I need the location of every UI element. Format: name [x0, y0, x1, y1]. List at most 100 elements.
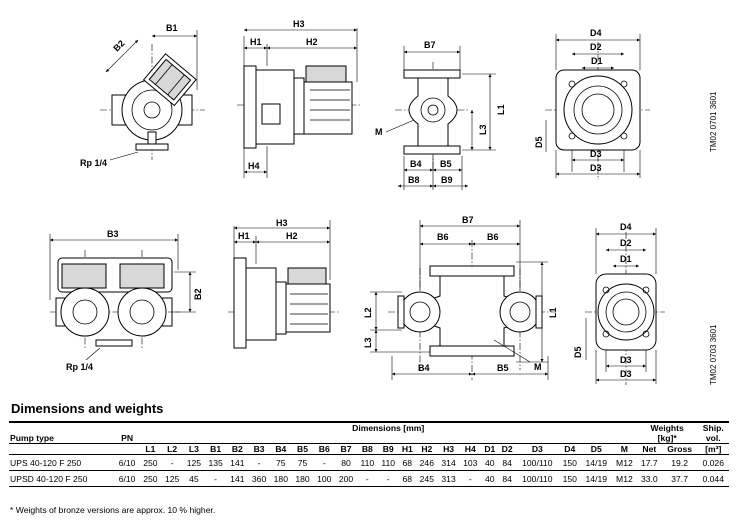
dim-d3-inner: D3: [620, 355, 632, 365]
table-cell: 33.0: [636, 470, 662, 487]
column-header-h2: H2: [415, 443, 438, 455]
dim-b3: B3: [107, 229, 119, 239]
table-cell: 68: [398, 470, 416, 487]
table-cell: 150: [562, 457, 577, 468]
twin-pump-side-view: H3 H1 H2: [228, 218, 340, 349]
table-cell: 360: [248, 470, 270, 487]
table-cell: 135: [208, 457, 223, 468]
table-cell: 14/19: [585, 457, 608, 468]
table-cell: 250: [139, 470, 162, 487]
dim-b9: B9: [441, 175, 453, 185]
column-header-h4: H4: [459, 443, 482, 455]
dim-d5: D5: [573, 346, 583, 358]
column-header-b6: B6: [313, 443, 336, 455]
table-cell: 125: [186, 457, 202, 468]
label-m: M: [375, 127, 383, 137]
label-rp: Rp 1/4: [80, 158, 107, 168]
dim-b6-right: B6: [487, 232, 499, 242]
column-header-b5: B5: [291, 443, 314, 455]
dim-h2: H2: [306, 37, 318, 47]
table-cell: 100/110: [515, 470, 559, 487]
dim-d4: D4: [620, 222, 632, 232]
table-cell: 6/10: [118, 457, 136, 468]
table-cell: 314: [441, 457, 456, 468]
column-header-l2: L2: [161, 443, 184, 455]
table-cell: 150: [558, 470, 581, 487]
column-header-b1: B1: [204, 443, 227, 455]
single-flange-view: D4 D2 D1 D5 D3 D3: [534, 28, 650, 180]
twin-pump-front-view: B7 B6 B6 L1 L2 L3 M B4 B5: [363, 215, 558, 380]
dim-l2: L2: [363, 307, 373, 318]
table-cell: 68: [402, 457, 413, 468]
dim-b5: B5: [440, 159, 452, 169]
column-header-h3: H3: [437, 443, 460, 455]
column-header-d1: D1: [481, 443, 499, 455]
dim-d3-outer: D3: [590, 163, 602, 173]
column-header-ship-unit: [m³]: [697, 443, 729, 455]
table-cell: 180: [291, 470, 314, 487]
dimensions-table: Dimensions [mm] Weights Ship. Pump type …: [9, 421, 729, 487]
table-cell: 6/10: [114, 470, 140, 487]
header-pump-type: Pump type: [9, 433, 115, 444]
label-m: M: [534, 362, 542, 372]
table-cell: -: [356, 470, 378, 487]
drawing-code-1: TM02 0701 3601: [709, 91, 718, 152]
table-cell: 125: [161, 470, 184, 487]
dim-b1: B1: [166, 23, 178, 33]
column-header-b3: B3: [248, 443, 270, 455]
dim-l1: L1: [548, 307, 558, 318]
single-pump-front-view: B7 L1 L3 M B4 B5 B8 B9: [375, 40, 506, 190]
column-header-b8: B8: [356, 443, 378, 455]
technical-drawings: B1 B2 Rp 1/4 H3 H1 H2 H4: [49, 19, 718, 385]
section-title: Dimensions and weights: [11, 401, 164, 416]
column-header-net: Net: [636, 443, 662, 455]
table-cell: 100/110: [522, 457, 553, 468]
dim-b2: B2: [111, 38, 126, 53]
table-cell: M12: [611, 470, 637, 487]
dim-h1: H1: [250, 37, 262, 47]
dim-d5: D5: [534, 136, 544, 148]
dim-b8: B8: [408, 175, 420, 185]
table-cell: 246: [419, 457, 434, 468]
table-cell: 84: [498, 470, 516, 487]
header-pn: PN: [114, 433, 140, 444]
table-cell: 40: [485, 457, 495, 468]
table-cell: M12: [616, 457, 633, 468]
table-cell: 19.2: [671, 457, 688, 468]
table-cell: 14/19: [580, 470, 612, 487]
dim-b4: B4: [410, 159, 422, 169]
column-header-d3: D3: [515, 443, 559, 455]
dim-l1: L1: [496, 104, 506, 115]
dim-b7: B7: [462, 215, 474, 225]
column-header-m: M: [611, 443, 637, 455]
table-cell: 200: [335, 470, 357, 487]
column-header-l3: L3: [183, 443, 205, 455]
dim-d2: D2: [620, 238, 632, 248]
dim-b5: B5: [497, 363, 509, 373]
dim-d3-outer: D3: [620, 369, 632, 379]
column-header-d2: D2: [498, 443, 516, 455]
table-cell: -: [257, 457, 261, 468]
table-cell: -: [170, 457, 174, 468]
table-cell: 250: [143, 457, 158, 468]
header-dimensions: Dimensions [mm]: [139, 421, 637, 433]
cell-pump-type: UPSD 40-120 F 250: [9, 470, 115, 487]
dim-h3: H3: [293, 19, 305, 29]
single-pump-side-view: H3 H1 H2 H4: [237, 19, 360, 178]
table-cell: 245: [415, 470, 438, 487]
footnote: * Weights of bronze versions are approx.…: [10, 505, 216, 515]
column-header-d4: D4: [558, 443, 581, 455]
dim-d1: D1: [620, 254, 632, 264]
dim-l3: L3: [478, 124, 488, 135]
table-cell: 0.026: [702, 457, 724, 468]
twin-flange-view: D4 D2 D1 D5 D3 D3: [573, 222, 665, 385]
table-cell: 80: [341, 457, 351, 468]
dim-b4: B4: [418, 363, 430, 373]
table-cell: 110: [360, 457, 375, 468]
column-header-b4: B4: [269, 443, 292, 455]
column-header-l1: L1: [139, 443, 162, 455]
header-weights: Weights: [636, 421, 698, 433]
dim-h3: H3: [276, 218, 288, 228]
table-cell: 40: [481, 470, 499, 487]
